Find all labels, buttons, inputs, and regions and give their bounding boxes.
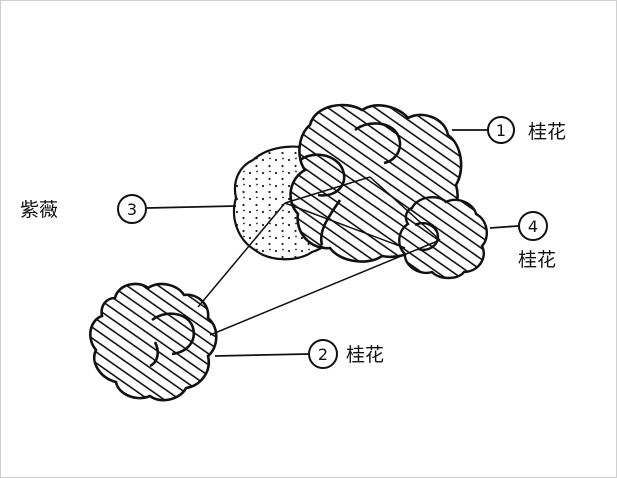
label-plant-2: 2 桂花 (308, 339, 384, 369)
line-3-to-4 (284, 202, 406, 249)
number-circle-3 (117, 194, 147, 224)
number-circle-4 (518, 211, 548, 241)
number-circle-1 (487, 116, 515, 144)
line-2-to-3 (197, 202, 286, 308)
number-3: 3 (127, 200, 137, 219)
label-plant-4: 4 桂花 (518, 211, 556, 271)
plant-name-1: 桂花 (528, 121, 566, 143)
line-1-to-4 (369, 176, 441, 241)
plant-4-canopy (398, 196, 488, 280)
plant-2-canopy (89, 282, 218, 402)
connection-lines (197, 176, 441, 336)
label-plant-3: 紫薇 3 (20, 194, 147, 224)
leader-4 (489, 225, 519, 229)
number-circle-2 (308, 339, 338, 369)
leader-lines (146, 129, 519, 357)
number-2: 2 (318, 345, 328, 364)
line-4-to-2 (209, 239, 441, 336)
number-1: 1 (496, 121, 506, 140)
plant-name-3: 紫薇 (20, 199, 58, 221)
plant-name-4: 桂花 (518, 249, 556, 271)
line-3-to-1 (284, 176, 371, 204)
leader-3 (146, 205, 237, 209)
label-plant-1: 1 桂花 (487, 116, 566, 144)
number-4: 4 (528, 217, 538, 236)
leader-2 (214, 353, 309, 357)
plant-name-2: 桂花 (346, 344, 384, 366)
